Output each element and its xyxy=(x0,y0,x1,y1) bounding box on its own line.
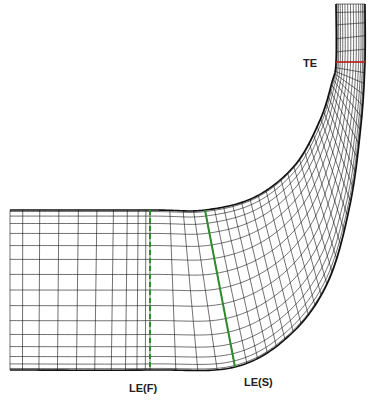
grid-line xyxy=(10,4,345,260)
leading-edge-full xyxy=(149,210,151,370)
grid-line xyxy=(10,4,337,212)
grid-line xyxy=(250,199,285,339)
grid-line xyxy=(309,143,340,245)
grid-line xyxy=(111,210,113,370)
grid-line xyxy=(10,4,365,369)
grid-line xyxy=(336,49,365,52)
grid-line xyxy=(330,90,359,144)
grid-line xyxy=(10,4,343,246)
grid-line xyxy=(258,195,293,332)
grid-line xyxy=(10,210,11,370)
grid-line xyxy=(333,79,362,117)
grid-line xyxy=(10,4,336,211)
grid-line xyxy=(331,84,360,130)
grid-line xyxy=(10,4,354,306)
grid-line xyxy=(288,173,322,295)
grid-line xyxy=(10,4,365,371)
grid-line xyxy=(194,211,218,370)
grid-line xyxy=(170,210,176,370)
grid-line xyxy=(274,185,309,315)
grid-line xyxy=(305,151,337,259)
grid-line xyxy=(324,111,354,188)
grid-line xyxy=(299,159,332,272)
grid-line xyxy=(321,119,351,203)
grid-line xyxy=(336,23,365,25)
grid-line xyxy=(137,210,138,370)
grid-line xyxy=(150,210,151,370)
grid-line xyxy=(281,179,315,305)
grid-line xyxy=(266,191,301,324)
leading-edge-splitter xyxy=(205,210,235,367)
grid-line xyxy=(10,4,359,335)
grid-line xyxy=(76,210,78,370)
edge-label: LE(S) xyxy=(243,376,274,389)
grid-line xyxy=(10,4,341,234)
grid-line xyxy=(125,210,127,370)
streamwise-grid-lines xyxy=(10,4,365,371)
grid-line xyxy=(335,71,364,83)
grid-line xyxy=(336,68,365,73)
spanwise-grid-lines xyxy=(10,4,365,371)
edge-label: TE xyxy=(302,57,318,70)
grid-line xyxy=(57,210,58,370)
grid-line xyxy=(10,4,339,224)
grid-line xyxy=(233,205,268,353)
grid-line xyxy=(183,211,198,371)
grid-line xyxy=(10,4,348,275)
grid-line xyxy=(145,210,147,370)
grid-line xyxy=(242,202,277,346)
grid-line xyxy=(317,126,347,216)
grid-line xyxy=(10,4,356,321)
grid-line xyxy=(336,62,365,63)
grid-line xyxy=(313,134,344,230)
grid-line xyxy=(336,11,365,13)
grid-line xyxy=(10,4,361,347)
grid-line xyxy=(10,4,351,291)
grid-line xyxy=(38,210,40,370)
grid-line xyxy=(336,4,365,5)
edge-label: LE(F) xyxy=(128,382,158,395)
grid-line xyxy=(10,4,363,357)
grid-line xyxy=(205,210,235,367)
grid-line xyxy=(10,4,337,217)
trailing-edge xyxy=(336,61,365,63)
grid-line xyxy=(336,36,365,39)
grid-line xyxy=(326,104,355,173)
grid-line xyxy=(95,210,97,370)
grid-line xyxy=(22,210,23,370)
